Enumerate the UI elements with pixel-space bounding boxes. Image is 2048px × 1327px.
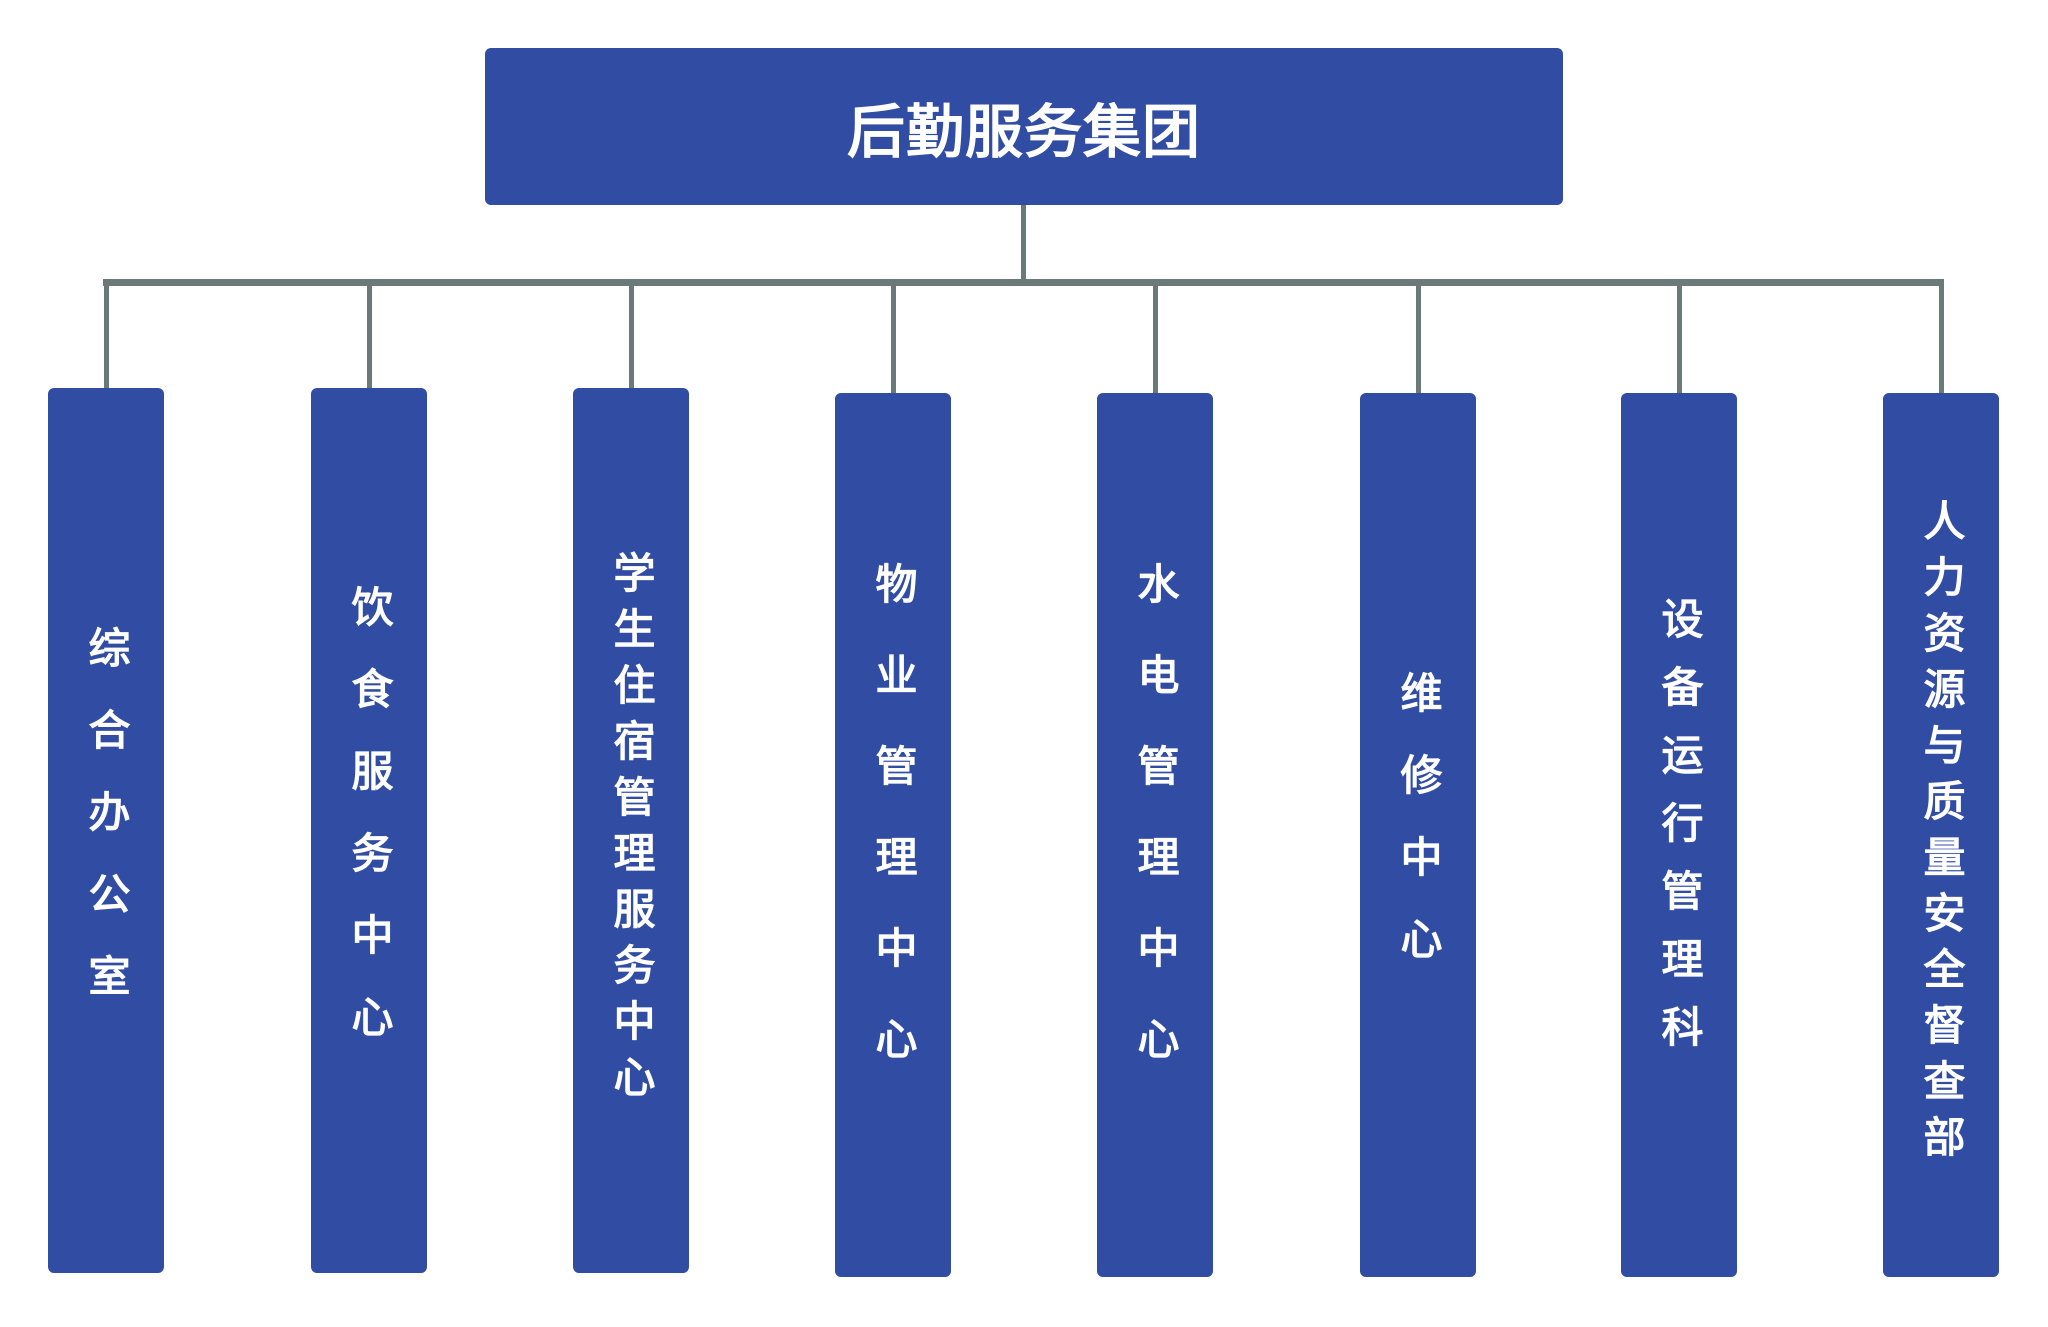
root-node: 后勤服务集团 <box>485 48 1563 205</box>
department-node: 饮食服务中心 <box>311 388 427 1273</box>
branch-connector <box>1153 283 1158 393</box>
department-label: 设备运行管理科 <box>1655 597 1704 1073</box>
department-label: 人力资源与质量安全督查部 <box>1917 499 1966 1171</box>
branch-connector <box>1939 283 1944 393</box>
department-label: 饮食服务中心 <box>345 584 394 1077</box>
department-label: 水电管理中心 <box>1131 562 1180 1108</box>
department-label: 物业管理中心 <box>869 562 918 1108</box>
branch-connector <box>629 283 634 388</box>
department-node: 设备运行管理科 <box>1621 393 1737 1277</box>
branch-connector <box>891 283 896 393</box>
branch-connector <box>367 283 372 388</box>
branch-connector <box>104 283 109 388</box>
department-node: 维修中心 <box>1360 393 1476 1277</box>
department-node: 学生住宿管理服务中心 <box>573 388 689 1273</box>
department-node: 人力资源与质量安全督查部 <box>1883 393 1999 1277</box>
department-node: 水电管理中心 <box>1097 393 1213 1277</box>
horizontal-connector <box>103 279 1944 286</box>
branch-connector <box>1677 283 1682 393</box>
department-node: 综合办公室 <box>48 388 164 1273</box>
department-label: 综合办公室 <box>82 625 131 1036</box>
department-node: 物业管理中心 <box>835 393 951 1277</box>
branch-connector <box>1416 283 1421 393</box>
trunk-connector <box>1021 205 1026 283</box>
department-label: 维修中心 <box>1394 671 1443 999</box>
root-label: 后勤服务集团 <box>846 97 1201 166</box>
department-label: 学生住宿管理服务中心 <box>607 550 656 1111</box>
